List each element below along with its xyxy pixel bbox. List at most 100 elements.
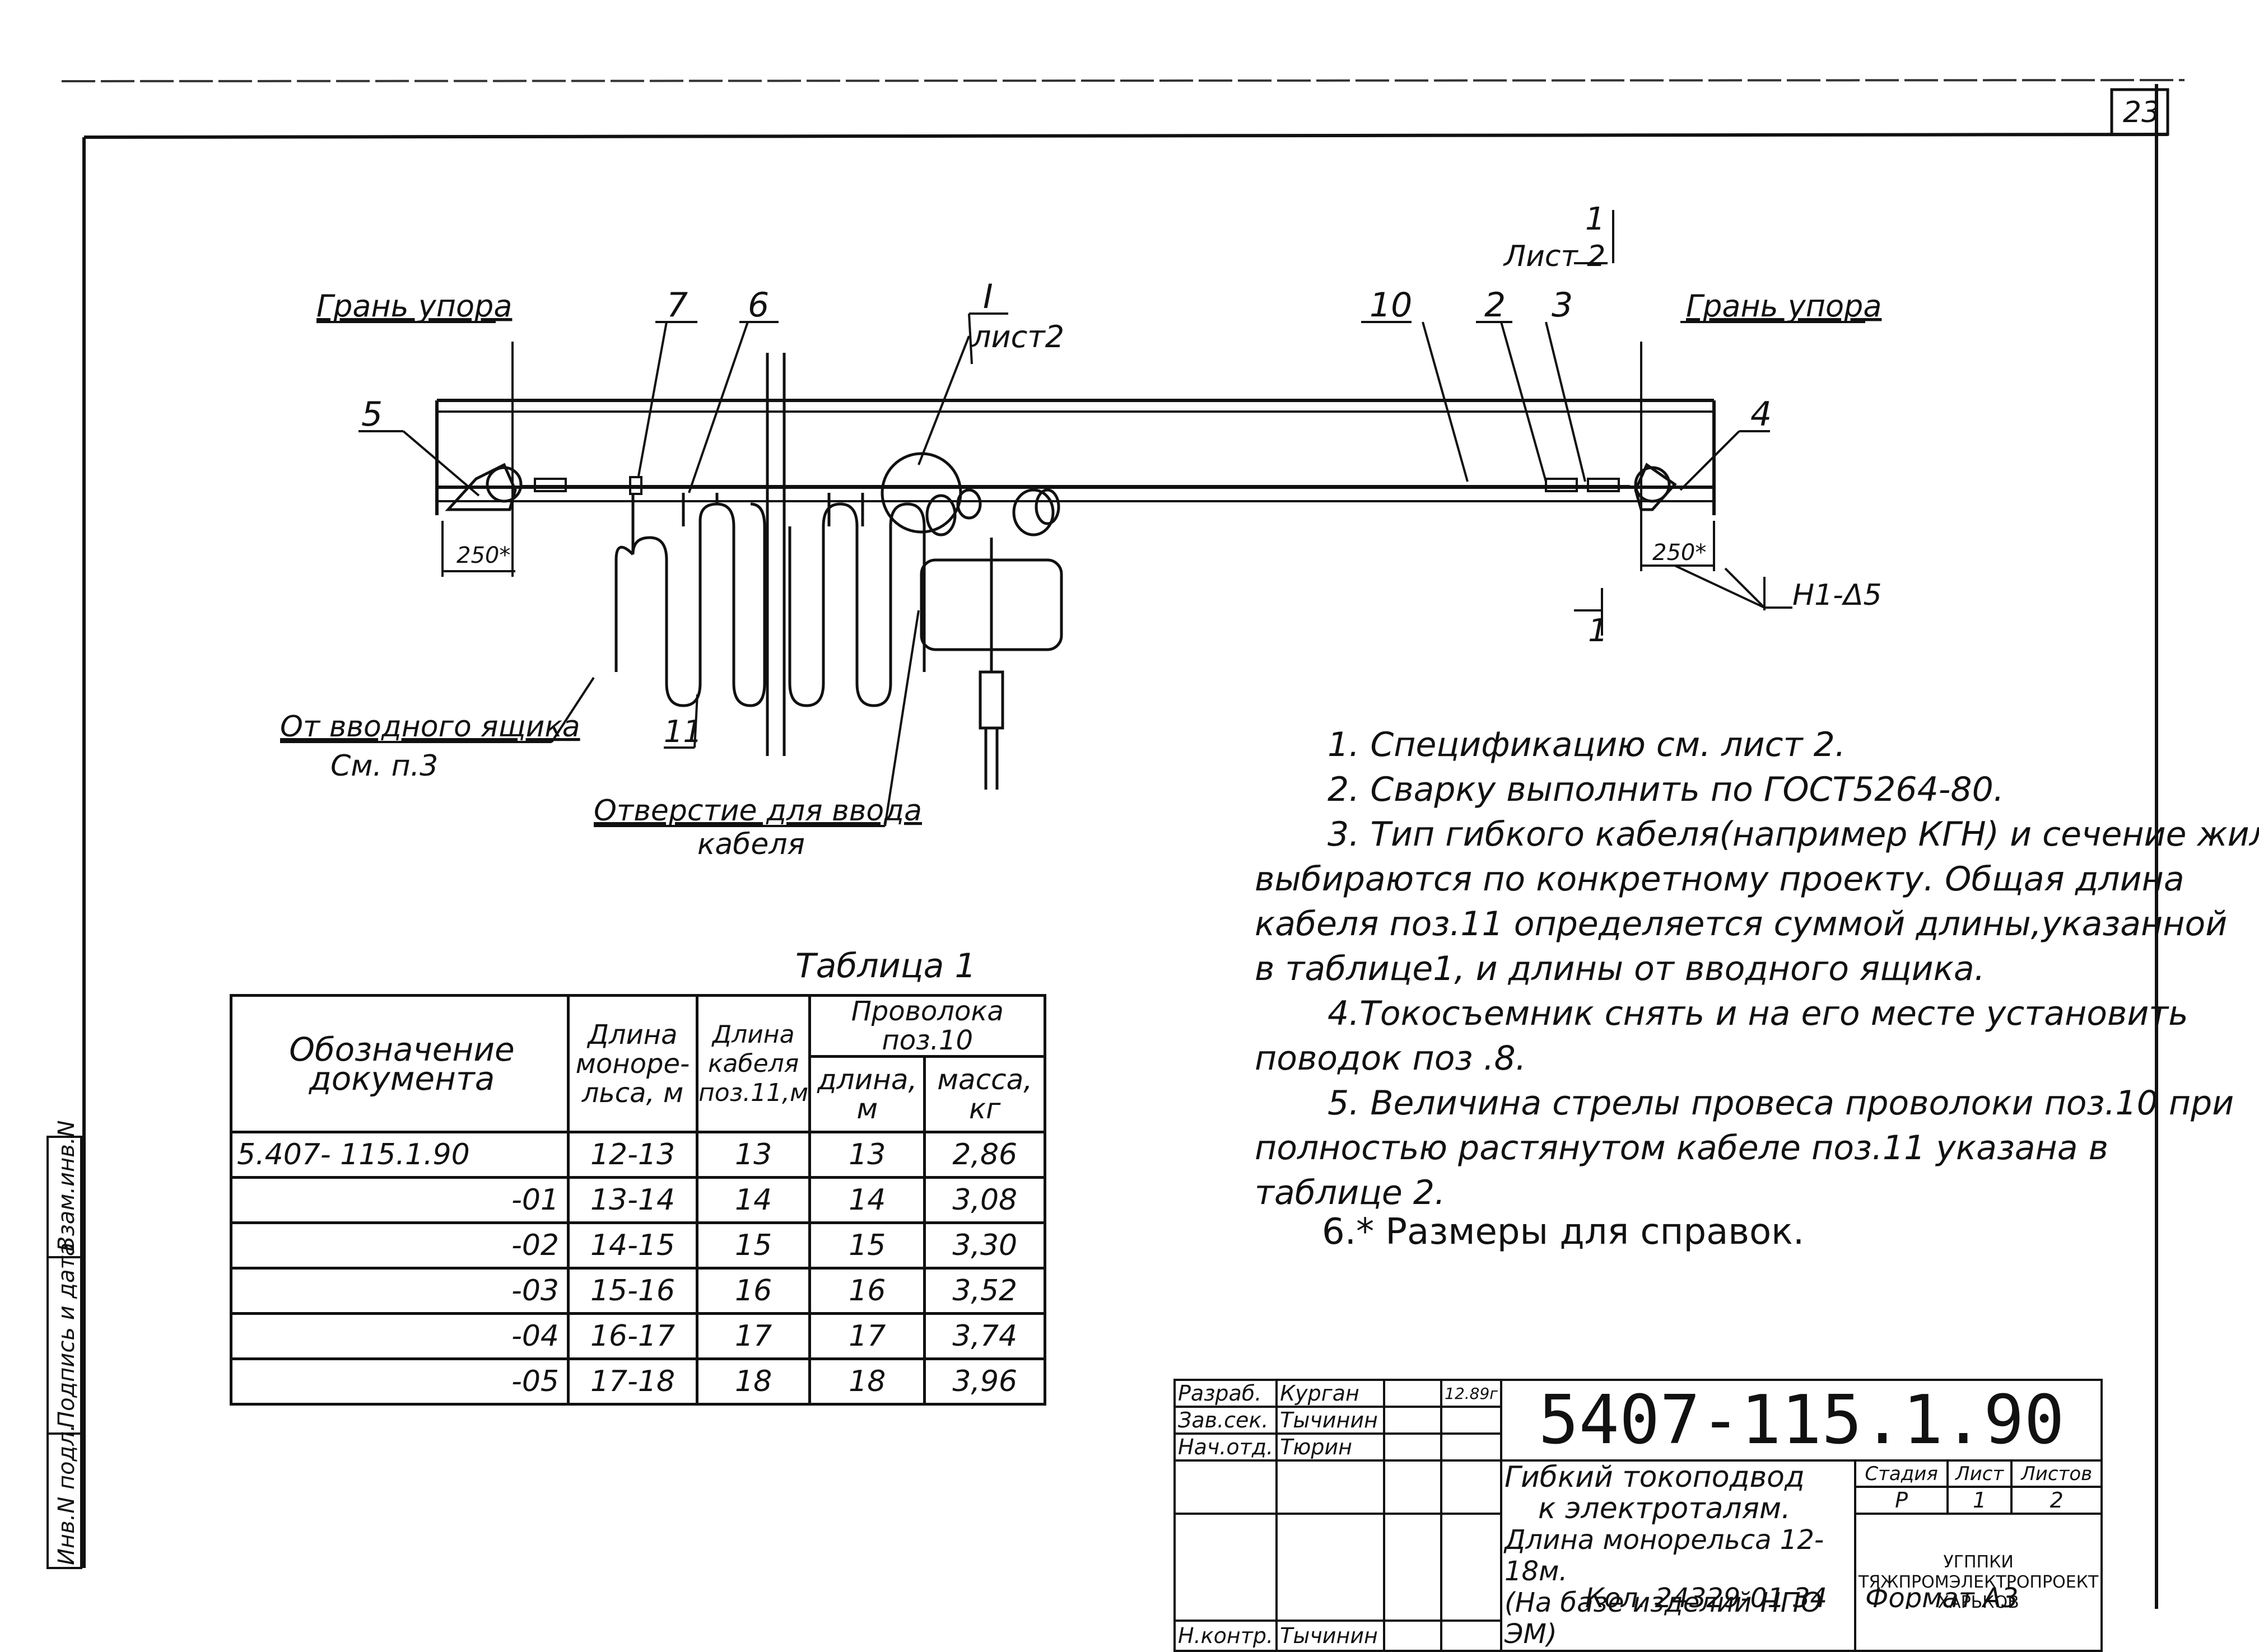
table1-header-wire: Проволока поз.10	[808, 994, 1047, 1058]
note-4-line1: 4.Токосъемник снять и на его месте устан…	[1328, 994, 2188, 1033]
tb-signature	[1383, 1513, 1443, 1622]
tb-date	[1440, 1406, 1503, 1435]
table1-cell: 16	[695, 1267, 812, 1315]
note-3-line4: в таблице1, и длины от вводного ящика.	[1255, 949, 1985, 988]
stamp-replace-inv: Взам.инв.N	[54, 1121, 80, 1252]
tb-sheets: 2	[2050, 1488, 2064, 1513]
tb-title-line: к электроталям.	[1538, 1492, 1791, 1525]
note-3-line3: кабеля поз.11 определяется суммой длины,…	[1255, 904, 2228, 944]
tb-role	[1173, 1513, 1278, 1622]
section-mark-top-number: 1	[1585, 201, 1605, 237]
tb-stage-sheets: Стадия Лист Листов Р 1 2	[1854, 1459, 2103, 1515]
note-4-line2: поводок поз .8.	[1255, 1039, 1526, 1078]
tb-title-line: Гибкий токоподвод	[1505, 1460, 1805, 1494]
turnbuckle-left	[534, 478, 567, 492]
drawing-sheet: 23	[46, 79, 2185, 1614]
callout-view-I-sheet: лист2	[971, 319, 1064, 354]
tb-signature	[1383, 1459, 1443, 1515]
table1-cell: 15-16	[567, 1267, 698, 1315]
tb-date	[1440, 1432, 1503, 1462]
table1-cell: 3,96	[923, 1357, 1047, 1406]
table-row: -04 16-17 17 17 3,74	[230, 1312, 1047, 1360]
table1-header-wire-length: длина, м	[808, 1055, 926, 1133]
callout-3: 3	[1552, 286, 1573, 325]
tb-role: Разраб.	[1173, 1379, 1278, 1408]
table1-cell: 3,74	[923, 1312, 1047, 1360]
note-5-line1: 5. Величина стрелы провеса проволоки поз…	[1328, 1084, 2234, 1123]
table1-cell: 14-15	[567, 1221, 698, 1270]
table1-header-rail-length: Длина моноре- льса, м	[567, 994, 698, 1133]
tb-name	[1275, 1459, 1386, 1515]
table1-cell: 14	[695, 1176, 812, 1224]
stamp-original-inv: Инв.N подл.	[54, 1424, 80, 1565]
table1-cell: 14	[808, 1176, 926, 1224]
dimension-250-left: 250*	[457, 543, 510, 568]
section-mark-top-sheet: Лист 2	[1503, 240, 1605, 273]
note-5-line3: таблице 2.	[1255, 1173, 1446, 1212]
table1-cell: 17	[808, 1312, 926, 1360]
note-3-line1: 3. Тип гибкого кабеля(например КГН) и се…	[1328, 815, 2259, 854]
tb-signature	[1383, 1379, 1443, 1408]
table1-cell: 12-13	[567, 1131, 698, 1179]
frame-top	[83, 133, 2168, 139]
tb-sheet-label: Лист	[1948, 1462, 2013, 1488]
table1-cell: -02	[230, 1221, 570, 1270]
table1-cell: 16	[808, 1267, 926, 1315]
table1-cell: 13	[695, 1131, 812, 1179]
table1-cell: 15	[695, 1221, 812, 1270]
callout-2: 2	[1484, 286, 1506, 325]
tb-sheet: 1	[1948, 1487, 2013, 1513]
table-row: -02 14-15 15 15 3,30	[230, 1221, 1047, 1270]
tb-organization: УГППКИ ТЯЖПРОМЭЛЕКТРОПРОЕКТ ХАРЬКОВ	[1854, 1513, 2103, 1652]
tb-role: Зав.сек.	[1173, 1406, 1278, 1435]
table1-header-designation: Обозначение документа	[230, 994, 570, 1133]
leader-lines	[280, 210, 1865, 827]
end-stop-left	[441, 342, 523, 577]
table1-cell: 17-18	[567, 1357, 698, 1406]
turnbuckle-2	[1545, 478, 1578, 492]
table1-cell: -03	[230, 1267, 570, 1315]
tb-name	[1275, 1513, 1386, 1622]
callout-4: 4	[1750, 395, 1772, 434]
title-block: Разраб. Курган 12.89г 5407-115.1.90 Зав.…	[1173, 1379, 2103, 1652]
table1-cell: 2,86	[923, 1131, 1047, 1179]
label-stop-face-right: Грань упора	[1686, 288, 1881, 324]
note-6: 6.* Размеры для справок.	[1322, 1211, 1805, 1253]
tb-role: Нач.отд.	[1173, 1432, 1278, 1462]
callout-11: 11	[664, 714, 702, 749]
label-from-input-box: От вводного ящика	[280, 710, 580, 744]
table1-cell: 13	[808, 1131, 926, 1179]
stamp-signature-date: Подпись и дата	[54, 1243, 80, 1428]
table-row: -01 13-14 14 14 3,08	[230, 1176, 1047, 1224]
clamp-7	[629, 476, 642, 495]
end-stop-right	[1634, 342, 1715, 571]
sheet-number-box	[2110, 88, 2169, 136]
tb-doc-code: 5407-115.1.90	[1500, 1379, 2103, 1462]
callout-5: 5	[361, 395, 383, 434]
tb-org-line: УГППКИ	[1943, 1552, 2014, 1572]
callout-7: 7	[667, 286, 688, 325]
tb-date	[1440, 1513, 1503, 1622]
tb-signature	[1383, 1406, 1443, 1435]
tb-title-line: Длина монорельса 12-18м.	[1505, 1524, 1824, 1587]
table1-cell: 3,30	[923, 1221, 1047, 1270]
table1-cell: 3,08	[923, 1176, 1047, 1224]
tb-stage-label: Стадия	[1856, 1462, 1949, 1488]
table1-cell: 15	[808, 1221, 926, 1270]
tb-role: Н.контр.	[1173, 1620, 1278, 1652]
monorail-beam	[435, 353, 1716, 756]
table1-cell: 18	[695, 1357, 812, 1406]
tb-org-line: ТЯЖПРОМЭЛЕКТРОПРОЕКТ	[1859, 1572, 2099, 1592]
left-stamp-strip	[46, 1136, 82, 1569]
dimension-250-right: 250*	[1652, 540, 1706, 566]
tb-name: Курган	[1275, 1379, 1386, 1408]
table1-header-wire-mass: масса, кг	[923, 1055, 1047, 1133]
tb-title-line: (На базе изделий НПО ЭМ)	[1505, 1587, 1822, 1650]
section-mark-bottom-number: 1	[1588, 613, 1608, 649]
table1-caption: Таблица 1	[795, 946, 976, 986]
tb-date	[1440, 1620, 1503, 1652]
cable-loops	[614, 493, 926, 707]
note-1: 1. Спецификацию см. лист 2.	[1328, 725, 1846, 764]
note-5-line2: полностью растянутом кабеле поз.11 указа…	[1255, 1128, 2108, 1168]
table1-cell: 18	[808, 1357, 926, 1406]
